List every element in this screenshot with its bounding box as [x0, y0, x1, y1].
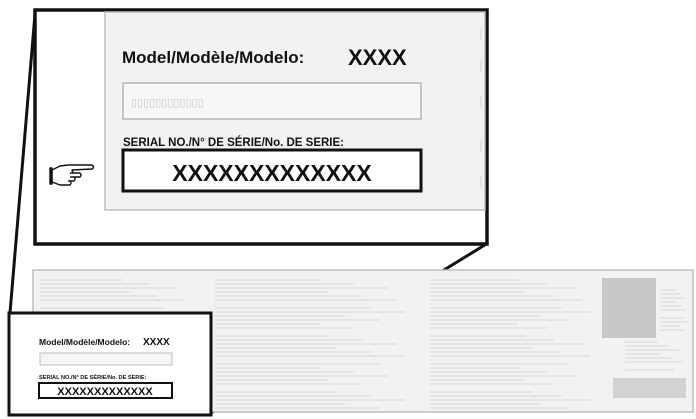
zoom-serial-label: SERIAL NO./N° DE SÉRIE/No. DE SERIE: — [123, 136, 344, 149]
small-serial-label: SERIAL NO./N° DE SÉRIE/No. DE SERIE: — [39, 373, 147, 381]
zoom-serial-box — [121, 148, 423, 193]
zoom-blank-field — [122, 82, 422, 120]
small-serial-box — [38, 382, 173, 399]
zoom-model-value: XXXX — [348, 45, 407, 70]
small-model-text: Model/Modèle/Modelo: — [39, 337, 130, 347]
zoom-model-text: Model/Modèle/Modelo: — [122, 48, 304, 67]
plate-filler-text — [40, 279, 688, 409]
small-model-value: XXXX — [143, 337, 170, 348]
zoom-blank-field-placeholder: ▯▯▯▯▯▯▯▯▯▯▯▯ — [131, 96, 204, 109]
small-serial-value: XXXXXXXXXXXXX — [57, 386, 153, 398]
small-blank-field — [39, 352, 173, 366]
plate-gray-bar — [613, 378, 686, 398]
zoom-serial-value: XXXXXXXXXXXXX — [172, 160, 372, 186]
plate-gray-block — [602, 278, 656, 338]
zoom-callout: Model/Modèle/Modelo: XXXX ▯▯▯▯▯▯▯▯▯▯▯▯ S… — [33, 8, 489, 246]
pointing-hand-icon — [49, 164, 95, 186]
small-label: Model/Modèle/Modelo: XXXX SERIAL NO./N° … — [38, 337, 173, 399]
